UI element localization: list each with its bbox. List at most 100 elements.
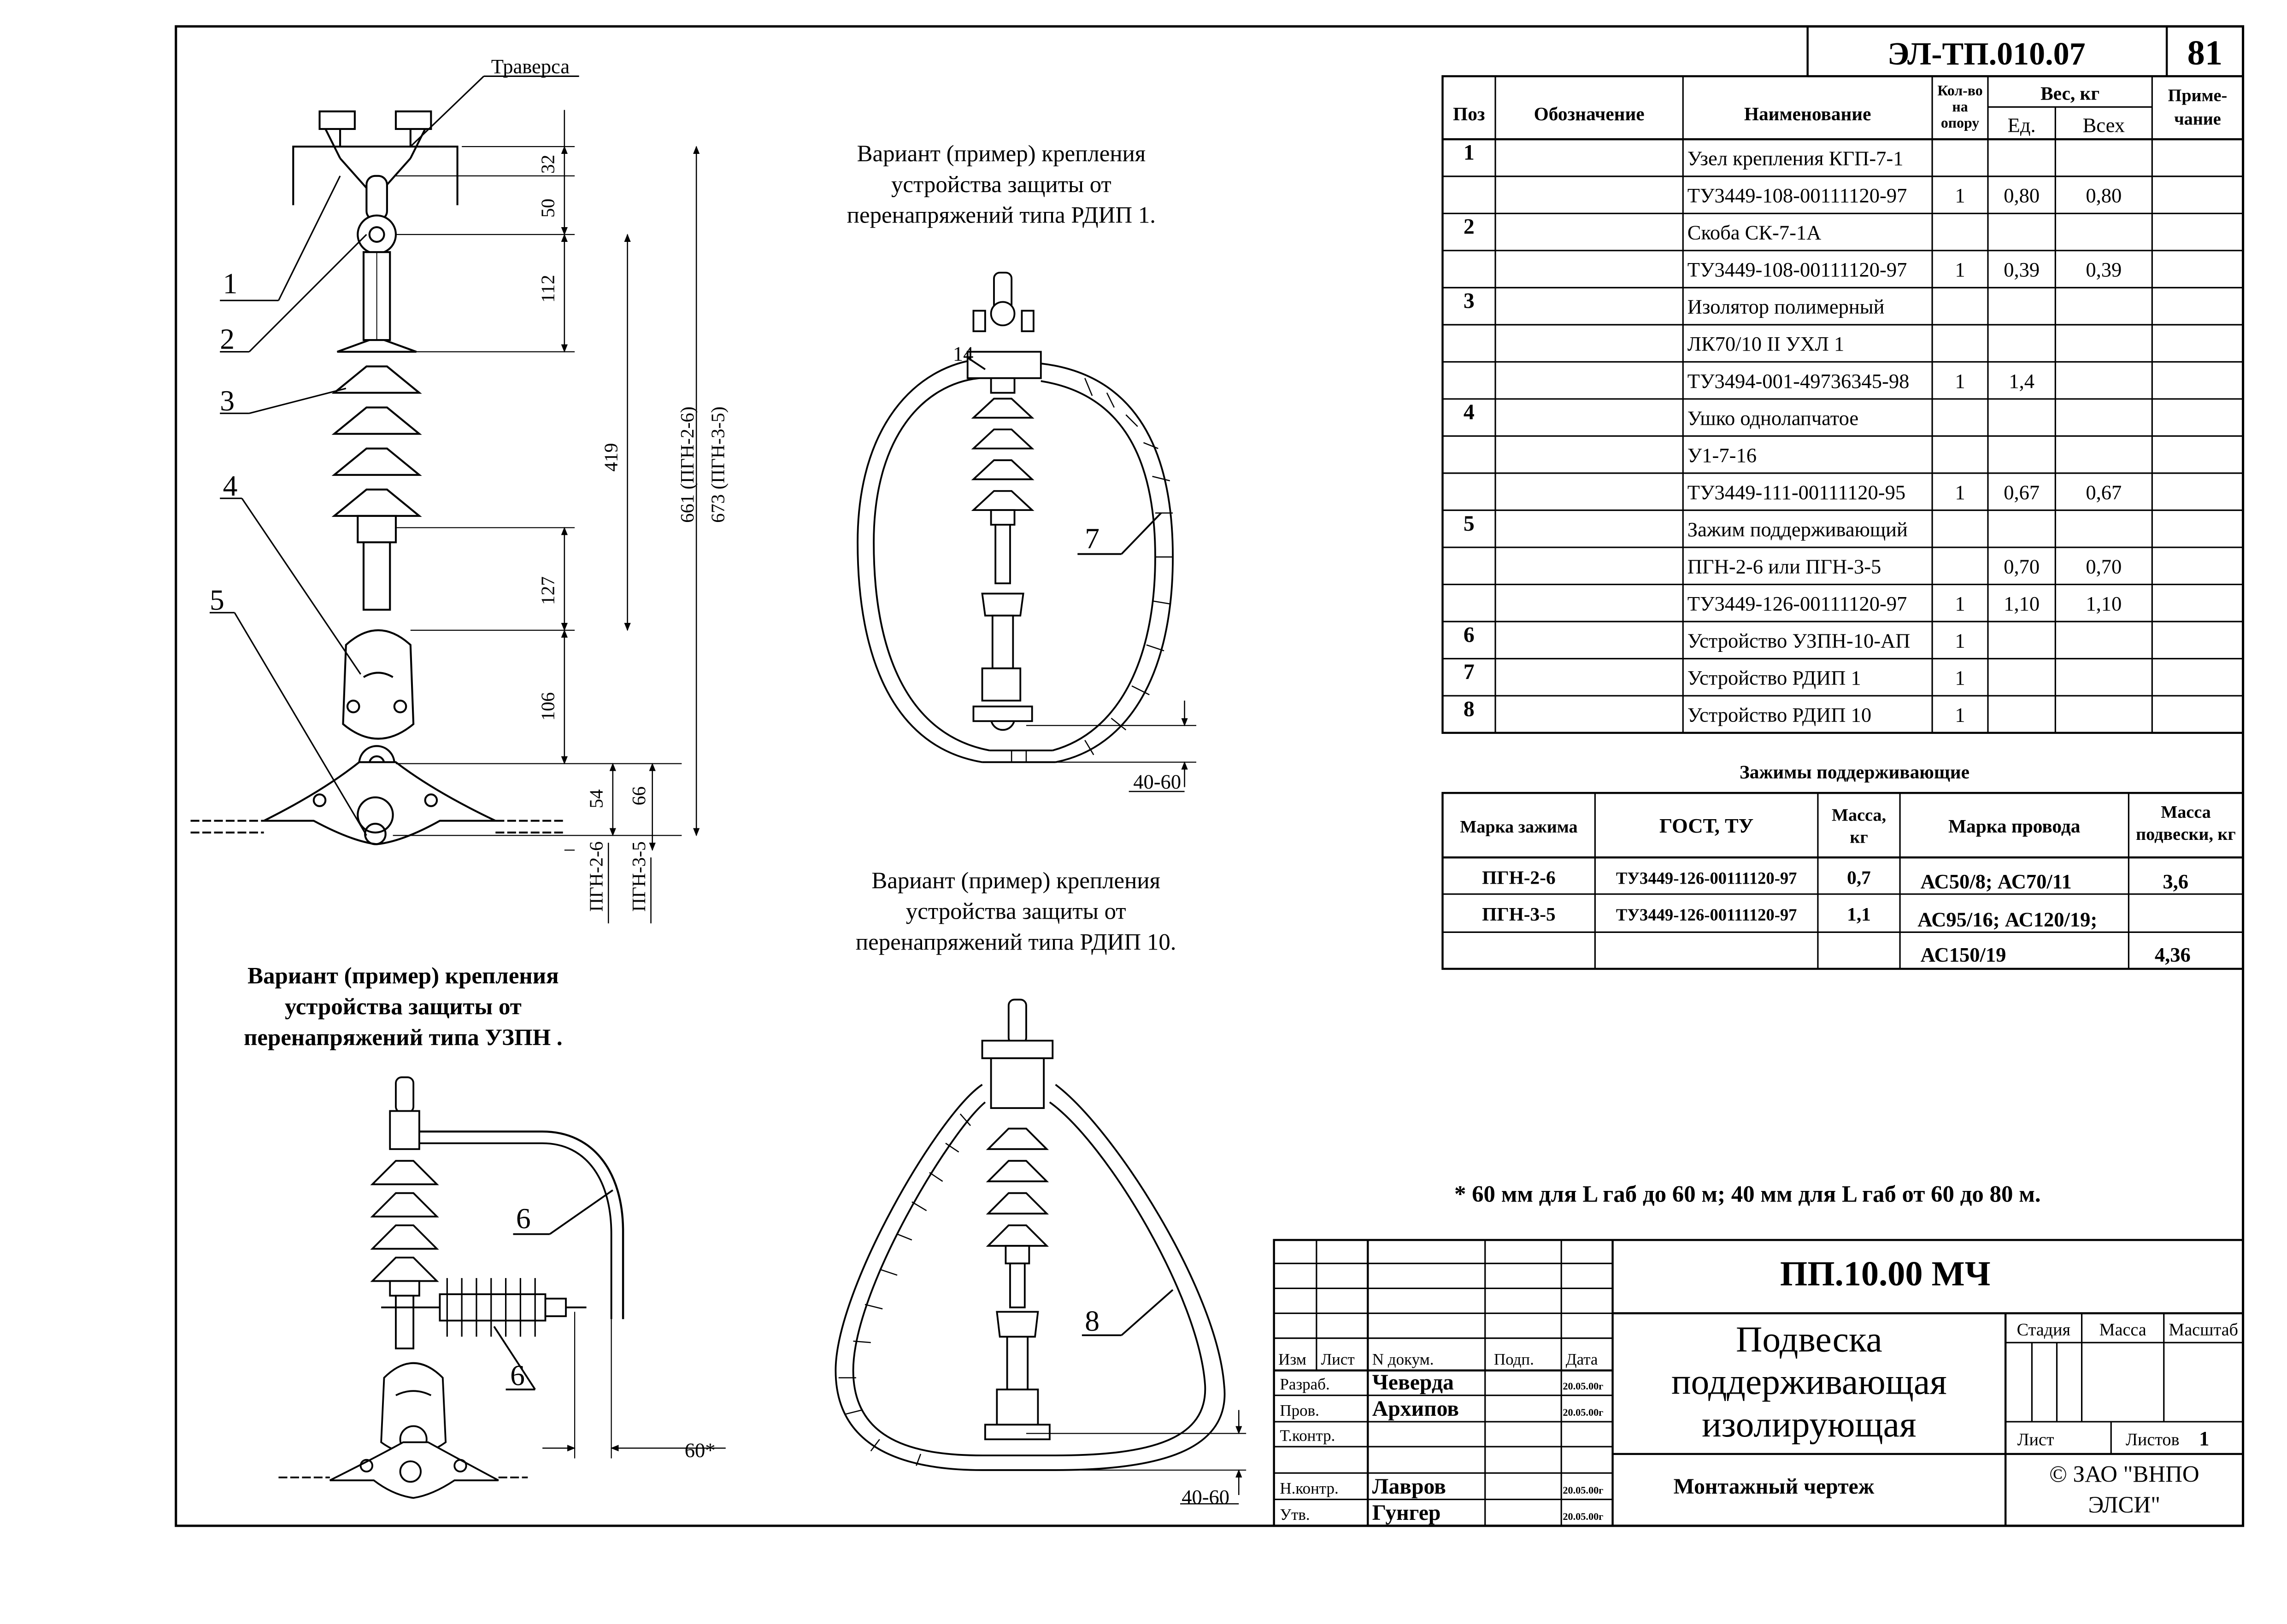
title-block-person: Архипов xyxy=(1372,1396,1459,1421)
rdip1-dim: 40-60 xyxy=(1133,770,1181,793)
callout-5: 5 xyxy=(210,583,224,616)
title-block-person: Гунгер xyxy=(1372,1501,1441,1525)
drawing-title-line2: поддерживающая xyxy=(1671,1362,1947,1402)
col-header-date: Дата xyxy=(1566,1350,1598,1368)
header-box: ЭЛ-ТП.010.07 81 xyxy=(1806,26,2243,77)
col-header-docnum: N докум. xyxy=(1372,1350,1434,1368)
title-block-date: 20.05.00г xyxy=(1563,1380,1603,1392)
spec-row-qty: 1 xyxy=(1955,704,1965,727)
main-assembly-drawing xyxy=(190,75,700,924)
spec-row-pos: 1 xyxy=(1464,141,1475,165)
spec-row-total: 0,39 xyxy=(2086,258,2122,281)
spec-header-weight: Вес, кг xyxy=(2040,82,2099,104)
clamp-row3-susp: 4,36 xyxy=(2155,943,2191,966)
sheets-label: Листов xyxy=(2126,1430,2180,1449)
spec-row-name: Устройство РДИП 10 xyxy=(1687,704,1871,727)
clamps-table-title: Зажимы поддерживающие xyxy=(1740,761,1970,782)
title-block-person: Чеверда xyxy=(1372,1370,1454,1395)
spec-header-pos: Поз xyxy=(1453,103,1485,124)
company-line2: ЭЛСИ" xyxy=(2088,1492,2160,1518)
title-block-person: Лавров xyxy=(1372,1474,1446,1499)
drawing-title-line1: Подвеска xyxy=(1736,1319,1882,1360)
uzpn-labels: 6 6 60* xyxy=(510,1202,715,1461)
model-label-1: ПГН-2-6 xyxy=(586,841,607,911)
rdip1-labels: 14 7 40-60 xyxy=(953,342,1181,793)
spec-row-name: Устройство УЗПН-10-АП xyxy=(1687,629,1911,652)
rdip10-drawing xyxy=(835,998,1246,1505)
callout-2: 2 xyxy=(220,322,235,355)
clamps-header-gost: ГОСТ, ТУ xyxy=(1659,814,1753,837)
spec-row-name: ТУ3449-108-00111120-97 xyxy=(1687,258,1907,281)
title-block-date: 20.05.00г xyxy=(1563,1407,1603,1418)
title-block xyxy=(1273,1239,2244,1527)
spec-row-qty: 1 xyxy=(1955,184,1965,207)
rdip1-caption: Вариант (пример) крепления устройства за… xyxy=(847,141,1156,229)
clamp-row2-mark: ПГН-3-5 xyxy=(1482,903,1556,925)
spec-row-total: 0,70 xyxy=(2086,555,2122,578)
spec-header-total: Всех xyxy=(2083,113,2125,136)
spec-row-pos: 2 xyxy=(1464,215,1475,239)
spec-row-unit: 0,39 xyxy=(2004,258,2040,281)
drawing-subtitle: Монтажный чертеж xyxy=(1674,1474,1875,1499)
clamp-row1-mass: 0,7 xyxy=(1847,867,1871,888)
spec-row-total: 1,10 xyxy=(2086,592,2122,615)
title-block-role: Н.контр. xyxy=(1280,1479,1338,1497)
clamps-table-header: Марка зажима ГОСТ, ТУ Масса,кг Марка про… xyxy=(1460,803,2235,847)
spec-row-name: ТУ3449-108-00111120-97 xyxy=(1687,184,1907,207)
callout-4: 4 xyxy=(223,469,238,502)
dim-50: 50 xyxy=(537,199,559,217)
spec-row-name: Скоба СК-7-1А xyxy=(1687,221,1822,244)
col-header-sign: Подп. xyxy=(1494,1350,1534,1368)
spec-row-name: ПГН-2-6 или ПГН-3-5 xyxy=(1687,555,1881,578)
clamps-header-mass: Масса,кг xyxy=(1832,806,1886,847)
rdip10-dim: 40-60 xyxy=(1182,1485,1229,1508)
spec-row-pos: 5 xyxy=(1464,511,1475,536)
uzpn-caption-line2: устройства защиты от xyxy=(285,994,522,1020)
model-label-2: ПГН-3-5 xyxy=(628,841,649,911)
clamp-row3-wire: АС150/19 xyxy=(1921,943,2006,966)
dim-66: 66 xyxy=(628,786,649,805)
dim-total-1: 661 (ПГН-2-6) xyxy=(676,406,698,522)
dim-total-2: 673 (ПГН-3-5) xyxy=(707,406,729,522)
dim-112: 112 xyxy=(537,275,559,302)
spec-row-qty: 1 xyxy=(1955,481,1965,504)
dim-32: 32 xyxy=(537,155,559,174)
spec-row-name: ТУ3449-126-00111120-97 xyxy=(1687,592,1907,615)
company-line1: © ЗАО "ВНПО xyxy=(2049,1461,2199,1487)
spec-row-unit: 1,10 xyxy=(2004,592,2040,615)
title-block-role: Пров. xyxy=(1280,1401,1319,1419)
spec-row-qty: 1 xyxy=(1955,369,1965,393)
drawing-title-line3: изолирующая xyxy=(1702,1404,1916,1445)
rdip10-callout-8: 8 xyxy=(1085,1305,1099,1337)
spec-row-qty: 1 xyxy=(1955,592,1965,615)
title-block-date: 20.05.00г xyxy=(1563,1484,1603,1496)
spec-row-unit: 0,67 xyxy=(2004,481,2040,504)
clamps-header-mark: Марка зажима xyxy=(1460,817,1577,837)
rdip10-caption: Вариант (пример) крепления устройства за… xyxy=(856,868,1176,956)
rdip1-caption-line2: устройства защиты от xyxy=(891,172,1111,198)
spec-row-name: Изолятор полимерный xyxy=(1687,295,1885,318)
clamps-table-body: ПГН-2-6 ТУ3449-126-00111120-97 0,7 АС50/… xyxy=(1482,867,2191,966)
rdip1-callout-7: 7 xyxy=(1085,522,1099,555)
uzpn-callout-6-bottom: 6 xyxy=(510,1359,525,1391)
clamp-row1-gost: ТУ3449-126-00111120-97 xyxy=(1616,868,1797,887)
rdip1-drawing xyxy=(857,271,1197,792)
doc-code: ЭЛ-ТП.010.07 xyxy=(1887,36,2086,72)
spec-header-unit: Ед. xyxy=(2008,113,2036,136)
scale-label: Масштаб xyxy=(2169,1320,2238,1339)
spec-row-pos: 7 xyxy=(1464,660,1475,684)
rdip1-caption-line1: Вариант (пример) крепления xyxy=(857,141,1146,167)
uzpn-dim: 60* xyxy=(685,1438,716,1461)
spec-table xyxy=(1441,75,2244,734)
spec-header-note: Приме-чание xyxy=(2168,86,2228,129)
clamp-row1-mark: ПГН-2-6 xyxy=(1482,867,1556,888)
doc-number: ПП.10.00 МЧ xyxy=(1780,1254,1991,1293)
clamp-row2-mass: 1,1 xyxy=(1847,903,1871,925)
stage-label: Стадия xyxy=(2017,1320,2070,1339)
col-header-list: Лист xyxy=(1321,1350,1354,1368)
dim-127: 127 xyxy=(537,576,559,605)
spec-row-name: Зажим поддерживающий xyxy=(1687,518,1908,541)
